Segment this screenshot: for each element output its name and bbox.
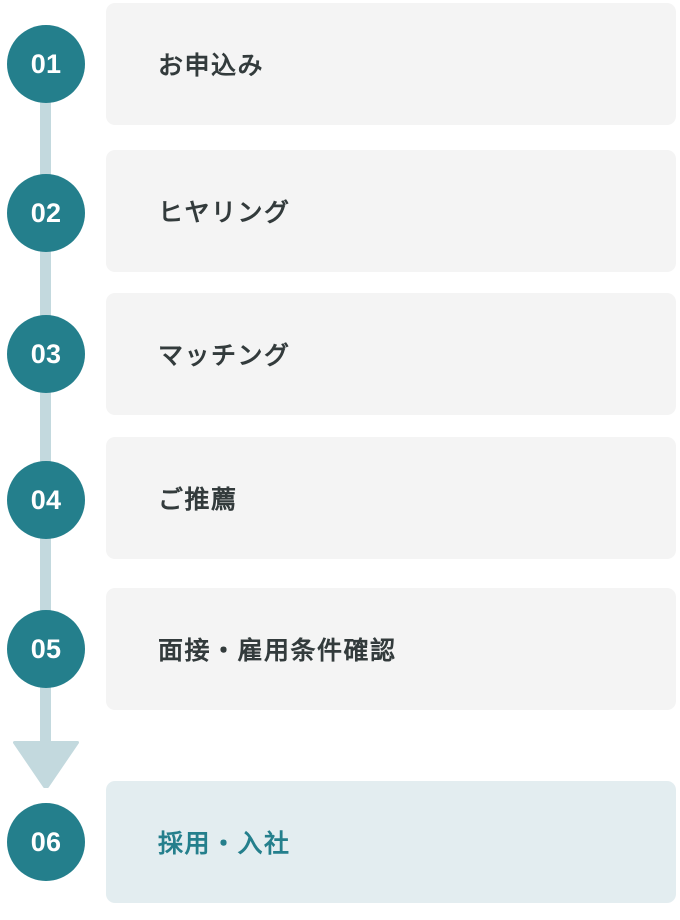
step-card[interactable]: マッチング xyxy=(106,293,676,415)
connector-rail xyxy=(40,60,51,744)
step-label: ご推薦 xyxy=(158,486,238,514)
step-label: 採用・入社 xyxy=(158,830,291,858)
step-number: 04 xyxy=(30,484,62,515)
step-badge: 05 xyxy=(7,610,85,688)
step-number: 06 xyxy=(30,826,62,857)
step-number: 03 xyxy=(30,338,62,369)
step-badge: 03 xyxy=(7,315,85,393)
step-number: 02 xyxy=(30,197,62,228)
step-label: お申込み xyxy=(158,52,265,80)
step-card[interactable]: ご推薦 xyxy=(106,437,676,559)
arrow-down-icon xyxy=(13,740,79,788)
step-card[interactable]: ヒヤリング xyxy=(106,150,676,272)
step-badge: 02 xyxy=(7,174,85,252)
step-number: 05 xyxy=(30,633,62,664)
step-badge: 01 xyxy=(7,25,85,103)
step-label: 面接・雇用条件確認 xyxy=(158,637,397,665)
step-label: マッチング xyxy=(158,342,291,370)
step-card[interactable]: 採用・入社 xyxy=(106,781,676,903)
step-card[interactable]: お申込み xyxy=(106,3,676,125)
step-label: ヒヤリング xyxy=(158,199,291,227)
step-number: 01 xyxy=(30,48,62,79)
step-badge: 04 xyxy=(7,461,85,539)
step-card[interactable]: 面接・雇用条件確認 xyxy=(106,588,676,710)
step-badge: 06 xyxy=(7,803,85,881)
